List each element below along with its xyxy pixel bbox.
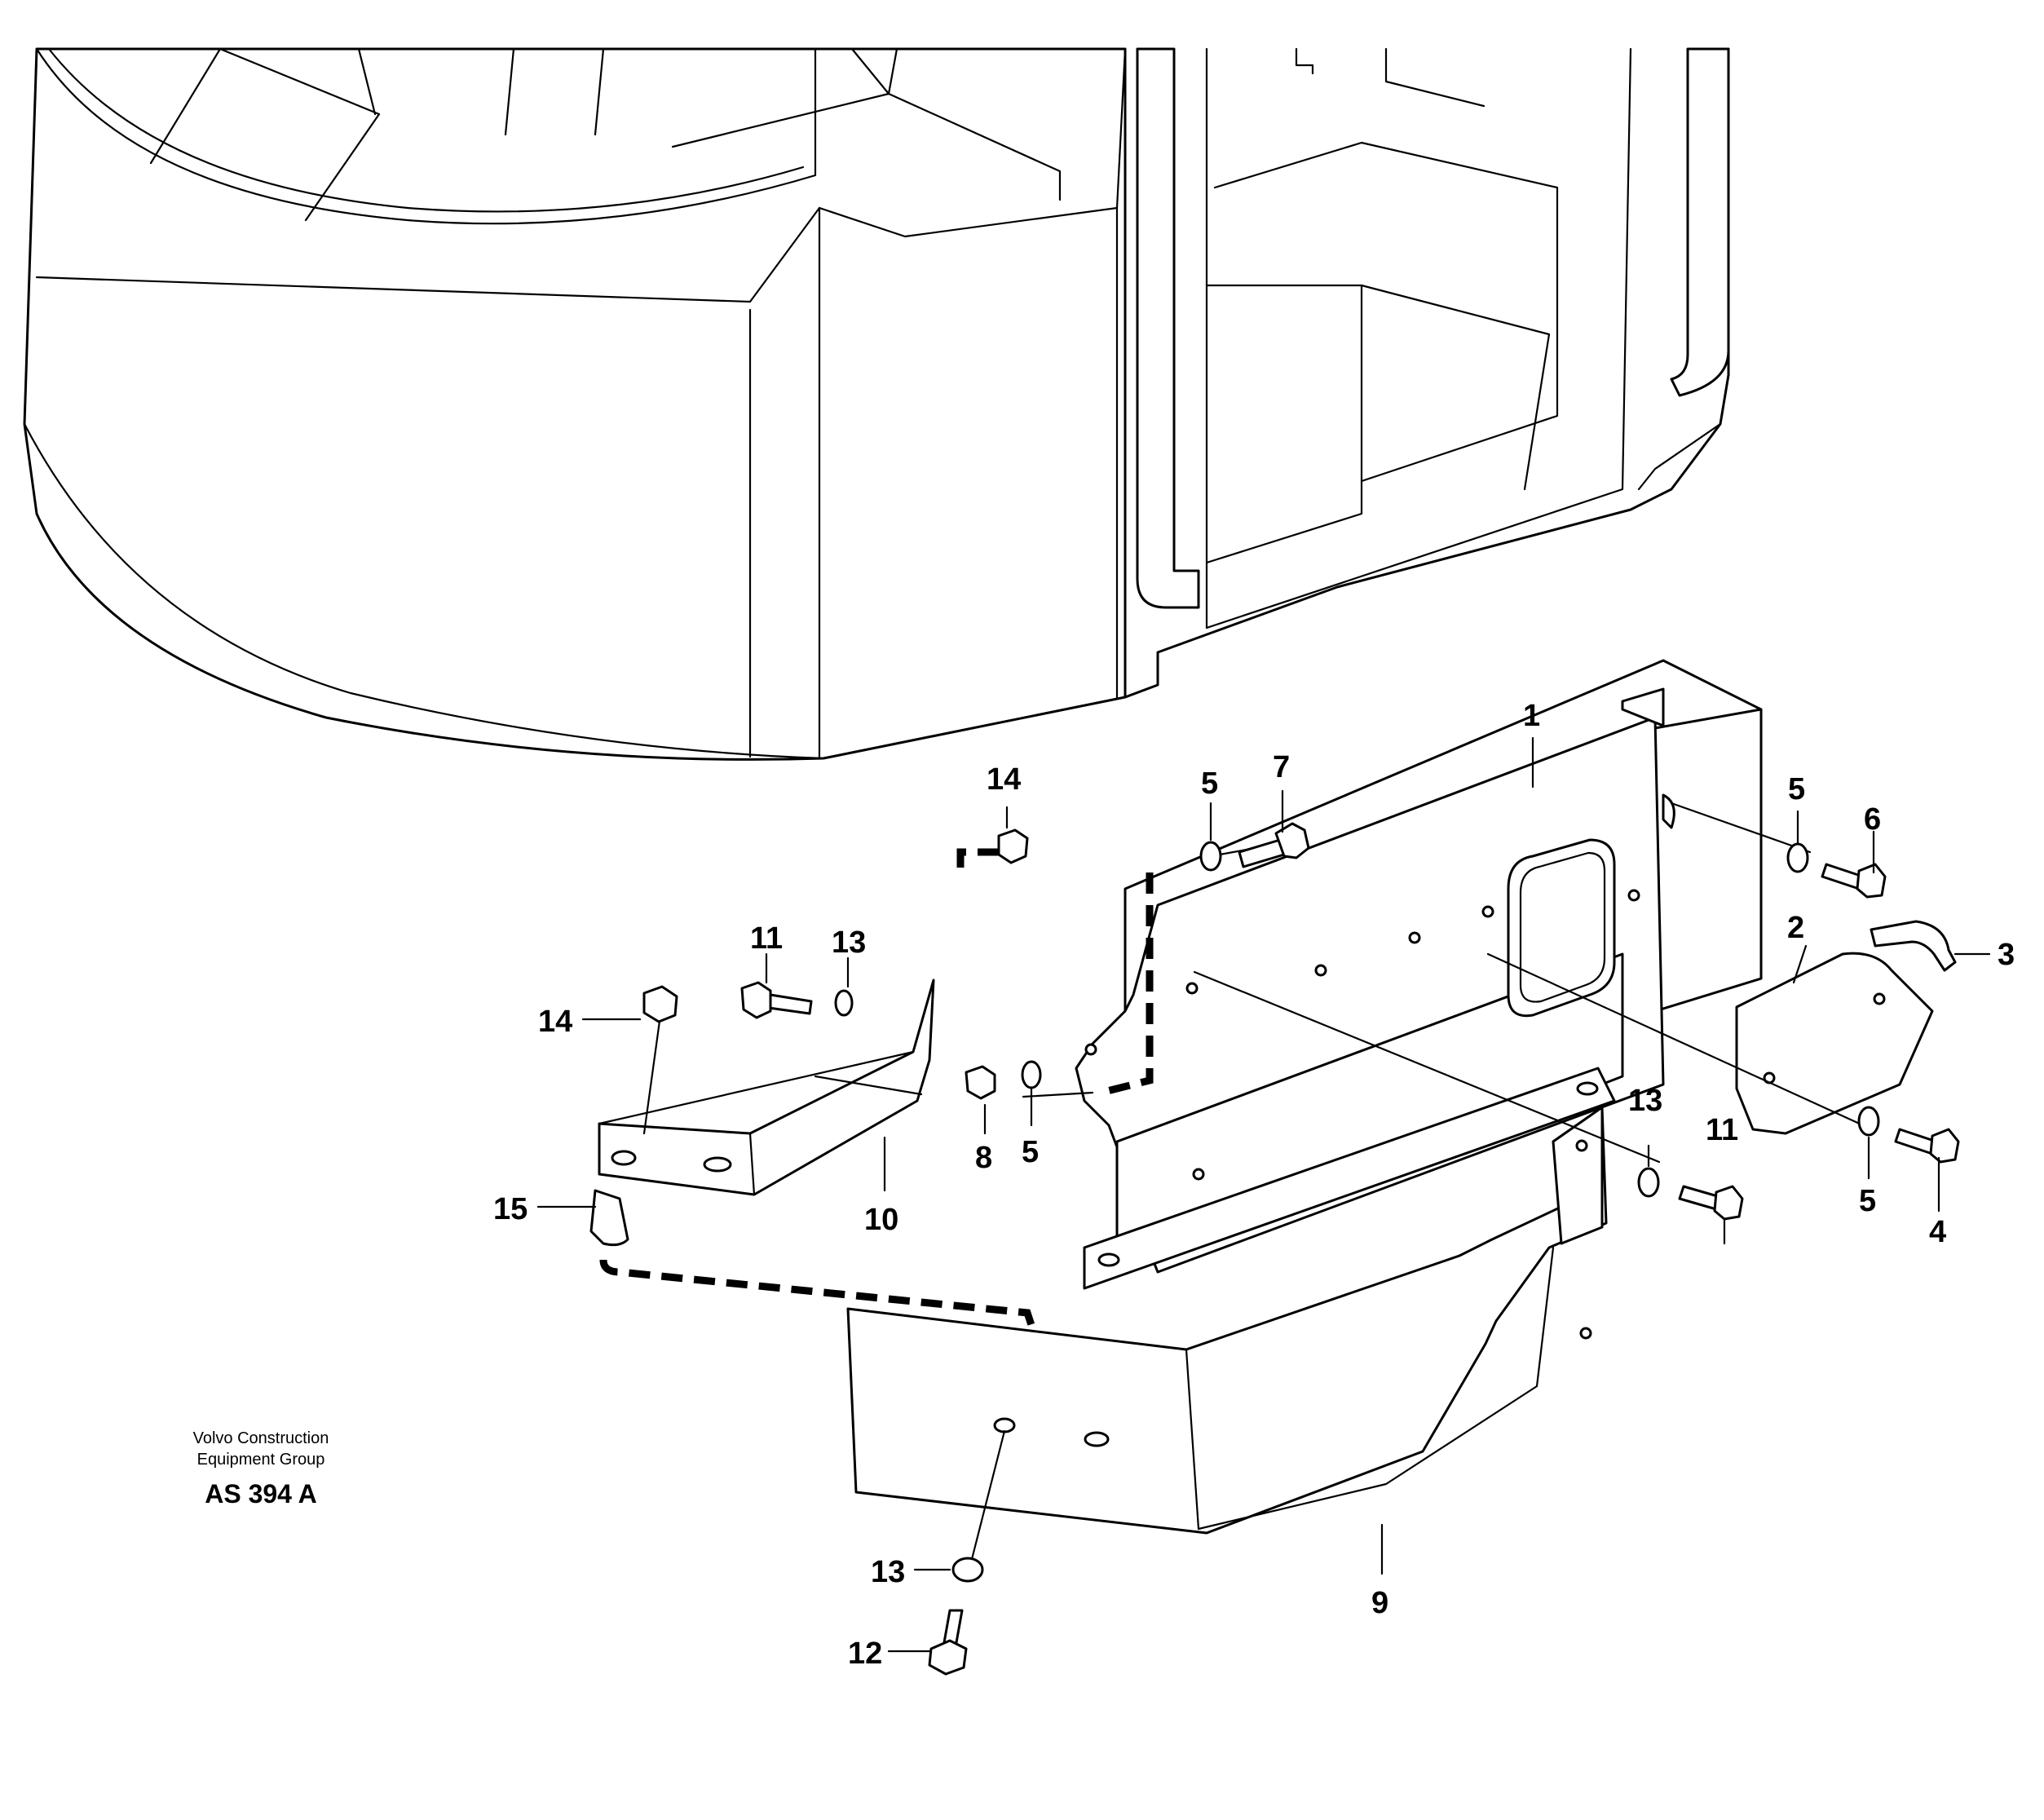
callout-12: 12: [848, 1637, 882, 1671]
callout-5-right: 5: [1788, 772, 1805, 806]
callout-6: 6: [1864, 802, 1881, 837]
callout-14-left: 14: [538, 1005, 572, 1039]
washer-5-top: [1199, 841, 1222, 872]
bolt-12: [928, 1609, 968, 1676]
washer-5-right: [1786, 842, 1809, 873]
part-1-mounting-plate: [1075, 659, 1763, 1290]
part-2-cover-plate: [1735, 952, 1934, 1135]
bolt-11-left: [740, 981, 813, 1019]
callout-5-top: 5: [1201, 766, 1218, 801]
washer-5-mid: [1021, 1060, 1042, 1089]
callout-7: 7: [1273, 750, 1290, 784]
callout-5-lower-right: 5: [1859, 1184, 1876, 1218]
callout-5-mid: 5: [1022, 1135, 1039, 1169]
bolt-11-right: [1678, 1185, 1744, 1221]
bolt-4: [1894, 1128, 1960, 1164]
callout-13-left: 13: [832, 925, 866, 960]
callout-14-top: 14: [987, 762, 1021, 797]
callout-10: 10: [864, 1203, 898, 1237]
callout-11-left: 11: [750, 921, 783, 956]
publisher-line-2: Equipment Group: [197, 1451, 325, 1469]
nut-14-top: [997, 828, 1029, 864]
washer-13-left: [834, 989, 854, 1017]
callout-3: 3: [1998, 938, 2015, 972]
machine-body: [23, 47, 1730, 761]
publisher-line-1: Volvo Construction: [193, 1429, 329, 1447]
callout-13-bottom: 13: [871, 1555, 905, 1589]
callout-leaders: [536, 736, 1991, 1653]
nut-14-left: [642, 985, 678, 1023]
bolt-7: [1238, 822, 1310, 868]
bolt-6: [1821, 863, 1887, 899]
part-9-lower-guard: [846, 1106, 1608, 1535]
callout-9: 9: [1371, 1586, 1388, 1620]
washer-13-right: [1637, 1167, 1660, 1198]
part-10-bracket: [598, 978, 935, 1196]
fasteners: [589, 822, 1960, 1676]
callout-11-right: 11: [1706, 1113, 1738, 1147]
callout-15: 15: [493, 1192, 528, 1226]
callout-2: 2: [1787, 911, 1804, 945]
part-3-rod: [1870, 920, 1957, 972]
washer-5-lower-right: [1857, 1106, 1880, 1137]
assembly-dashed-lines: [599, 848, 1154, 1327]
drawing-code: AS 394 A: [205, 1479, 317, 1509]
callout-labels: 1 2 3 4 5 5 5 5 6 7 8 9 10 11 11 12 13 1…: [493, 699, 2015, 1671]
spacer-15: [589, 1189, 629, 1247]
callout-1: 1: [1523, 699, 1540, 733]
callout-8: 8: [975, 1141, 992, 1175]
callout-4: 4: [1929, 1215, 1946, 1249]
nut-8: [965, 1065, 996, 1100]
publisher-block: Volvo Construction Equipment Group AS 39…: [193, 1429, 329, 1509]
washer-13-bottom: [951, 1557, 984, 1583]
callout-13-right: 13: [1628, 1084, 1662, 1118]
